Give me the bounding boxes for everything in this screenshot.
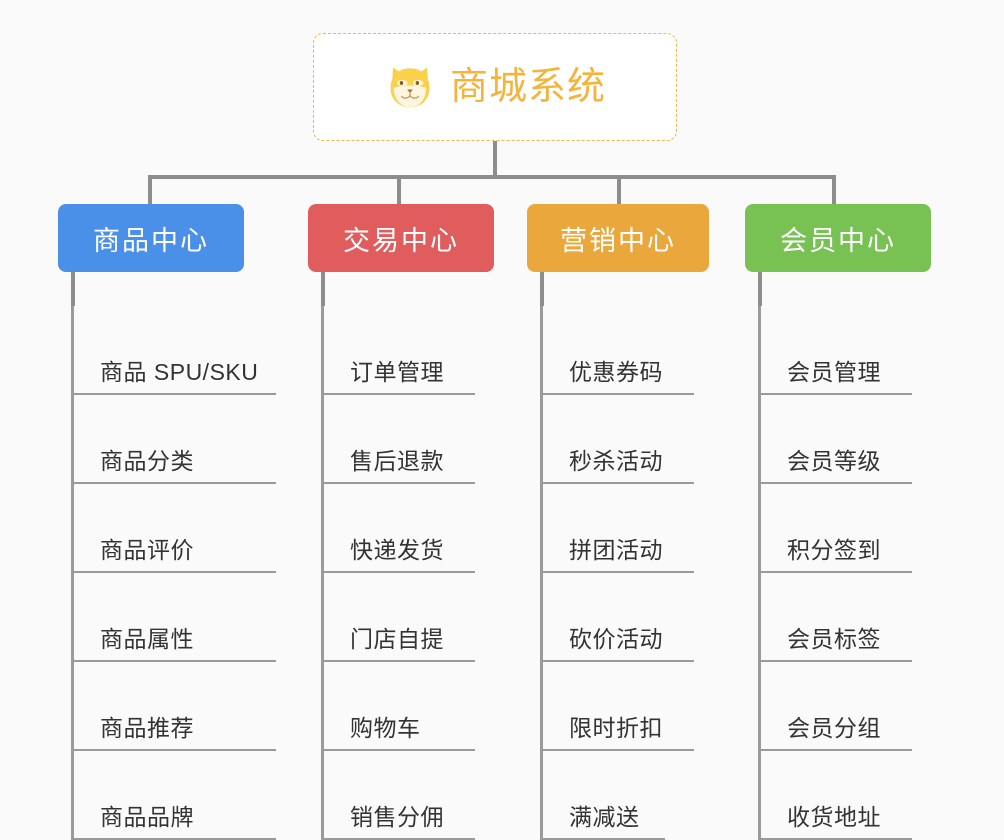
leaf-label: 秒杀活动 [569, 448, 663, 474]
shiba-dog-face-icon [390, 67, 430, 108]
leaf-label: 商品分类 [100, 448, 194, 474]
list-item[interactable]: 秒杀活动 [543, 395, 694, 484]
category-box-marketing-center[interactable]: 营销中心 [527, 204, 709, 272]
category-box-trade-center[interactable]: 交易中心 [308, 204, 494, 272]
category-box-product-center[interactable]: 商品中心 [58, 204, 244, 272]
connector-drop-4 [832, 175, 836, 205]
leaf-label: 会员标签 [787, 626, 881, 652]
list-item[interactable]: 会员标签 [761, 573, 912, 662]
list-item[interactable]: 会员管理 [761, 306, 912, 395]
leaf-label: 购物车 [350, 715, 421, 741]
list-item[interactable]: 优惠券码 [543, 306, 694, 395]
connector-drop-1 [148, 175, 152, 205]
branch-product-center: 商品中心 商品 SPU/SKU 商品分类 商品评价 商品属性 商品推荐 商品品牌 [58, 204, 276, 840]
list-item[interactable]: 限时折扣 [543, 662, 694, 751]
root-node[interactable]: 商城系统 [313, 33, 677, 141]
leaf-list-product-center: 商品 SPU/SKU 商品分类 商品评价 商品属性 商品推荐 商品品牌 [71, 306, 276, 840]
list-item[interactable]: 砍价活动 [543, 573, 694, 662]
list-item[interactable]: 门店自提 [324, 573, 475, 662]
category-stem [321, 272, 325, 306]
leaf-label: 积分签到 [787, 537, 881, 563]
leaf-label: 优惠券码 [569, 359, 663, 385]
leaf-label: 商品评价 [100, 537, 194, 563]
leaf-label: 商品 SPU/SKU [100, 359, 259, 385]
category-title: 会员中心 [780, 225, 896, 256]
category-title: 商品中心 [93, 225, 209, 256]
leaf-label: 会员等级 [787, 448, 881, 474]
connector-root-stem [493, 141, 497, 177]
category-box-member-center[interactable]: 会员中心 [745, 204, 931, 272]
connector-drop-2 [397, 175, 401, 205]
list-item[interactable]: 商品分类 [74, 395, 276, 484]
leaf-label: 收货地址 [787, 804, 881, 830]
list-item[interactable]: 商品 SPU/SKU [74, 306, 276, 395]
list-item[interactable]: 商品评价 [74, 484, 276, 573]
branch-trade-center: 交易中心 订单管理 售后退款 快递发货 门店自提 购物车 销售分佣 [308, 204, 494, 840]
branch-member-center: 会员中心 会员管理 会员等级 积分签到 会员标签 会员分组 收货地址 [745, 204, 931, 840]
list-item[interactable]: 商品推荐 [74, 662, 276, 751]
leaf-label: 限时折扣 [569, 715, 663, 741]
leaf-list-marketing-center: 优惠券码 秒杀活动 拼团活动 砍价活动 限时折扣 满减送 [540, 306, 694, 840]
category-stem [540, 272, 544, 306]
list-item[interactable]: 商品品牌 [74, 751, 276, 840]
list-item[interactable]: 商品属性 [74, 573, 276, 662]
list-item[interactable]: 售后退款 [324, 395, 475, 484]
leaf-list-trade-center: 订单管理 售后退款 快递发货 门店自提 购物车 销售分佣 [321, 306, 475, 840]
leaf-label: 商品品牌 [100, 804, 194, 830]
leaf-label: 会员管理 [787, 359, 881, 385]
leaf-label: 商品属性 [100, 626, 194, 652]
list-item[interactable]: 满减送 [543, 751, 665, 840]
root-title: 商城系统 [449, 66, 606, 108]
leaf-label: 拼团活动 [569, 537, 663, 563]
list-item[interactable]: 快递发货 [324, 484, 475, 573]
list-item[interactable]: 会员分组 [761, 662, 912, 751]
leaf-list-member-center: 会员管理 会员等级 积分签到 会员标签 会员分组 收货地址 [758, 306, 912, 840]
category-title: 交易中心 [343, 225, 459, 256]
branch-marketing-center: 营销中心 优惠券码 秒杀活动 拼团活动 砍价活动 限时折扣 满减送 [527, 204, 709, 840]
leaf-label: 快递发货 [350, 537, 444, 563]
leaf-label: 售后退款 [350, 448, 444, 474]
list-item[interactable]: 积分签到 [761, 484, 912, 573]
category-stem [758, 272, 762, 306]
leaf-label: 门店自提 [350, 626, 444, 652]
leaf-label: 砍价活动 [569, 626, 663, 652]
list-item[interactable]: 购物车 [324, 662, 475, 751]
leaf-label: 销售分佣 [350, 804, 444, 830]
list-item[interactable]: 收货地址 [761, 751, 912, 840]
leaf-label: 满减送 [569, 804, 640, 830]
leaf-label: 商品推荐 [100, 715, 194, 741]
connector-horizontal-bus [148, 175, 836, 179]
list-item[interactable]: 拼团活动 [543, 484, 694, 573]
leaf-label: 订单管理 [350, 359, 444, 385]
category-stem [71, 272, 75, 306]
list-item[interactable]: 订单管理 [324, 306, 475, 395]
list-item[interactable]: 销售分佣 [324, 751, 475, 840]
list-item[interactable]: 会员等级 [761, 395, 912, 484]
connector-drop-3 [617, 175, 621, 205]
leaf-label: 会员分组 [787, 715, 881, 741]
category-title: 营销中心 [560, 225, 676, 256]
